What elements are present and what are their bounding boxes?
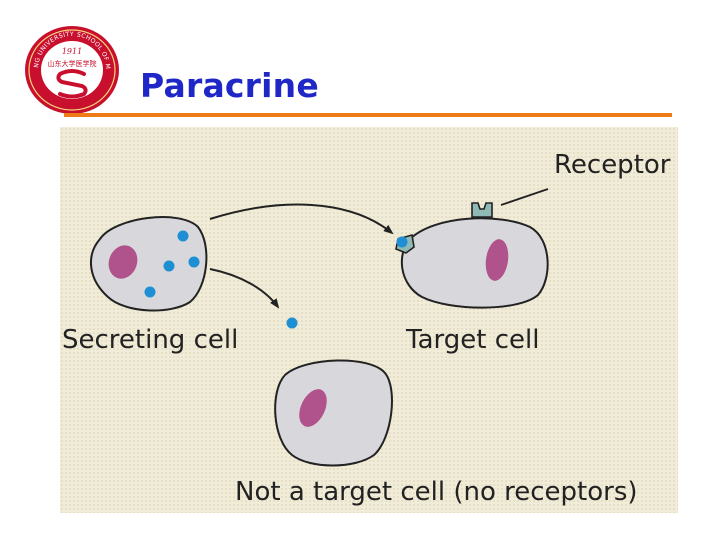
bound-signal-molecule — [396, 236, 408, 248]
secreting-cell-label: Secreting cell — [62, 325, 239, 355]
target-cell-label: Target cell — [406, 325, 540, 355]
non-target-cell-label: Not a target cell (no receptors) — [235, 477, 638, 507]
diagram-canvas — [89, 188, 549, 467]
receptor-label: Receptor — [554, 150, 671, 180]
slide-title: Paracrine — [140, 66, 319, 105]
signal-molecule — [144, 286, 156, 298]
target-cell-nucleus — [485, 239, 509, 281]
title-divider — [64, 113, 672, 117]
non-target-cell-nucleus — [299, 389, 327, 427]
bound-receptor — [395, 233, 415, 254]
non-target-cell — [274, 359, 393, 467]
diffusing-signal-molecule — [286, 317, 298, 329]
secreting-cell — [89, 216, 208, 312]
arrow-to-target-cell — [209, 203, 394, 235]
paracrine-diagram: Receptor Secreting cell Target cell Not … — [60, 127, 678, 513]
signal-molecule — [177, 230, 189, 242]
secreting-cell-nucleus — [108, 245, 138, 279]
signal-molecule — [163, 260, 175, 272]
receptor — [471, 202, 493, 218]
logo-s-emblem-icon — [56, 69, 88, 99]
logo-motto: 山东大学医学院 — [48, 59, 97, 68]
university-logo: SHANDONG UNIVERSITY SCHOOL OF MEDICINE 1… — [22, 24, 119, 114]
signal-molecule — [188, 256, 200, 268]
receptor-leader-line — [500, 188, 549, 206]
target-cell — [395, 202, 549, 309]
arrow-to-diffusing-molecule — [209, 268, 280, 309]
logo-year: 1911 — [62, 47, 82, 56]
